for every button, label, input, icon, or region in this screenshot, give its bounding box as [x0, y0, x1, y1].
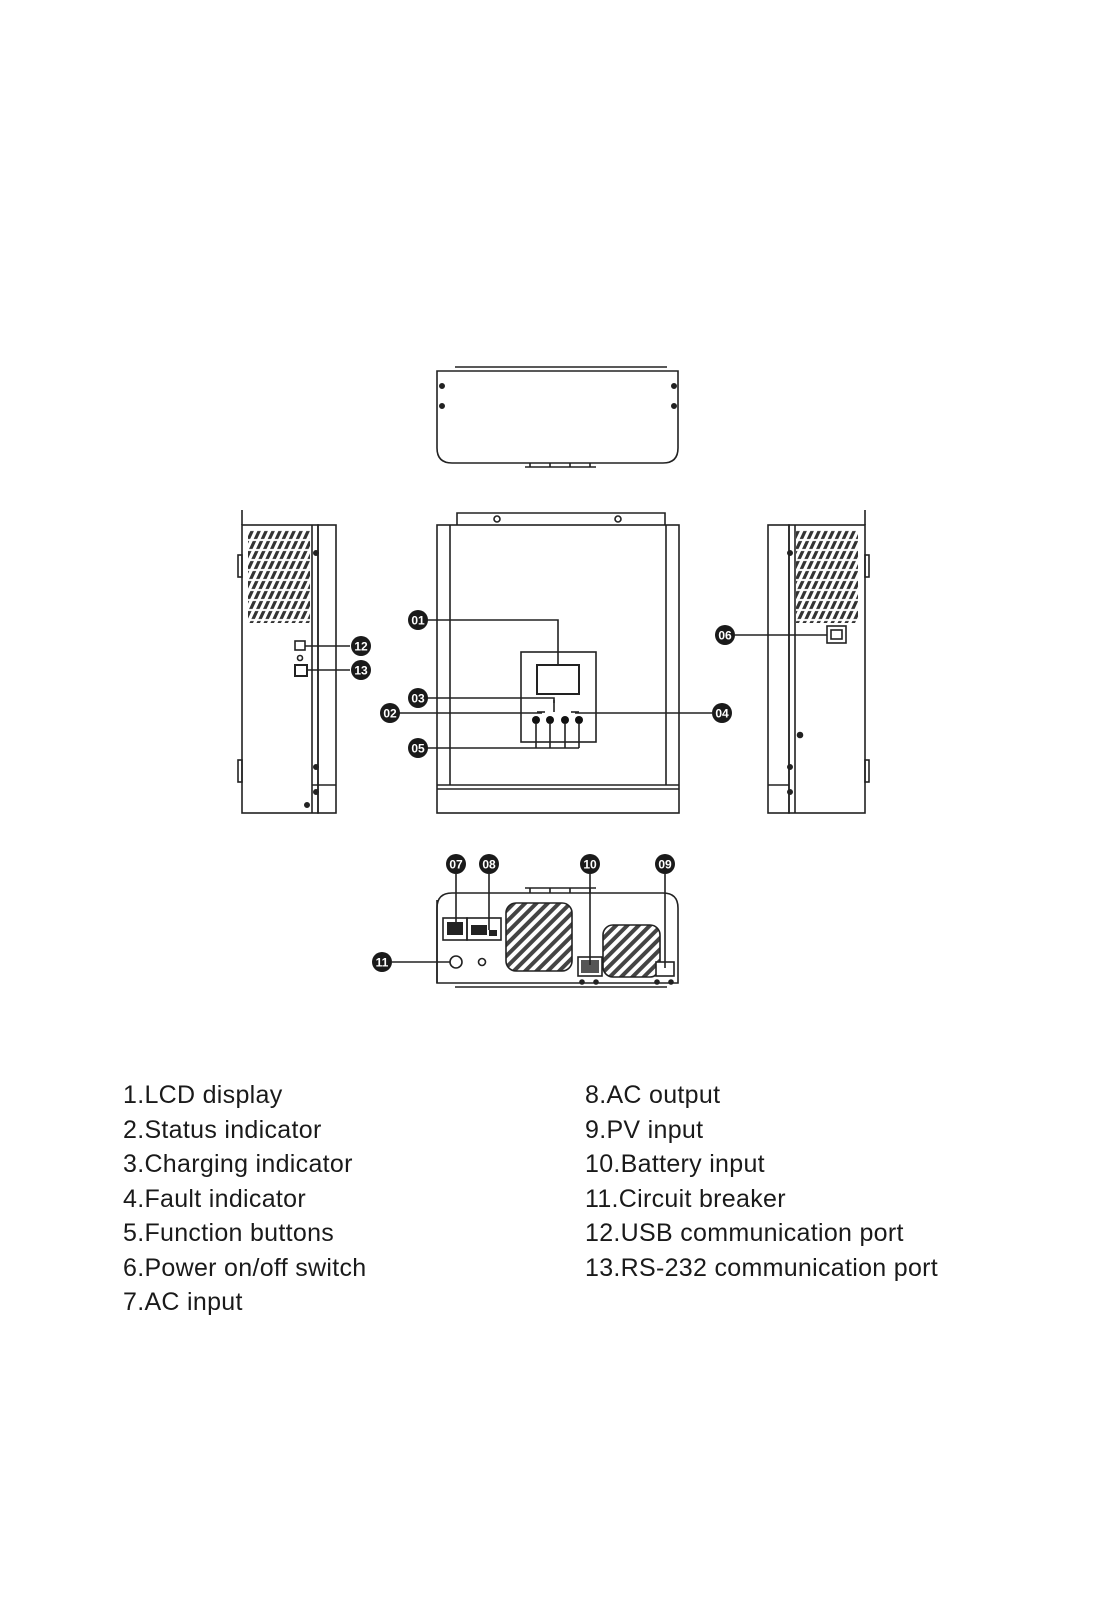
callout-08: 08	[479, 854, 499, 874]
lcd-screen	[536, 664, 580, 695]
legend-item-ac-output: 8.AC output	[585, 1081, 721, 1109]
svg-text:05: 05	[411, 742, 425, 756]
legend-item-charging-indicator: 3.Charging indicator	[123, 1150, 353, 1178]
inverter-diagram: 01 02 03 04 05 06 07 08 09 10 11 12 13	[237, 366, 870, 988]
callout-02: 02	[380, 703, 400, 723]
legend-item-pv-input: 9.PV input	[585, 1115, 704, 1144]
legend-item-fault-indicator: 4.Fault indicator	[123, 1184, 306, 1213]
ac-output-terminal	[466, 917, 502, 941]
svg-text:07: 07	[449, 858, 463, 872]
right-side-view	[735, 510, 870, 814]
circuit-breaker	[449, 955, 463, 969]
legend-left-column: 1.LCD display 2.Status indicator 3.Charg…	[123, 1078, 366, 1320]
callout-13: 13	[351, 660, 371, 680]
legend-item-function-buttons: 5.Function buttons	[123, 1219, 335, 1247]
function-button	[532, 716, 540, 724]
svg-text:06: 06	[718, 629, 732, 643]
callout-badges: 01 02 03 04 05 06 07 08 09 10 11 12 13	[351, 610, 735, 972]
function-button	[575, 716, 583, 724]
legend-item-battery-input: 10.Battery input	[585, 1150, 765, 1178]
svg-text:09: 09	[658, 858, 672, 872]
callout-03: 03	[408, 688, 428, 708]
callout-11: 11	[372, 952, 392, 972]
legend-item-usb-port: 12.USB communication port	[585, 1219, 904, 1247]
function-button	[546, 716, 554, 724]
callout-09: 09	[655, 854, 675, 874]
legend-item-ac-input: 7.AC input	[123, 1288, 243, 1316]
legend-right-column: 8.AC output 9.PV input 10.Battery input …	[585, 1078, 938, 1285]
legend-item-power-switch: 6.Power on/off switch	[123, 1253, 367, 1282]
svg-text:03: 03	[411, 692, 425, 706]
svg-text:01: 01	[411, 614, 425, 628]
legend-item-rs232-port: 13.RS-232 communication port	[585, 1253, 939, 1282]
power-switch	[826, 625, 847, 644]
callout-10: 10	[580, 854, 600, 874]
bottom-view	[392, 874, 679, 988]
svg-text:10: 10	[583, 858, 597, 872]
rs232-port	[294, 664, 308, 677]
legend-item-status-indicator: 2.Status indicator	[123, 1115, 322, 1144]
callout-04: 04	[712, 703, 732, 723]
svg-text:11: 11	[376, 956, 389, 970]
svg-text:12: 12	[354, 640, 368, 654]
svg-text:04: 04	[715, 707, 729, 721]
legend-item-lcd-display: 1.LCD display	[123, 1081, 283, 1109]
svg-text:08: 08	[482, 858, 496, 872]
callout-05: 05	[408, 738, 428, 758]
front-view	[398, 512, 712, 814]
legend-item-circuit-breaker: 11.Circuit breaker	[585, 1184, 786, 1213]
svg-text:02: 02	[383, 707, 397, 721]
callout-06: 06	[715, 625, 735, 645]
svg-text:13: 13	[354, 664, 368, 678]
callout-07: 07	[446, 854, 466, 874]
function-button	[561, 716, 569, 724]
callout-01: 01	[408, 610, 428, 630]
top-view	[436, 366, 679, 468]
callout-12: 12	[351, 636, 371, 656]
usb-port	[294, 640, 306, 651]
left-side-view	[237, 510, 350, 814]
